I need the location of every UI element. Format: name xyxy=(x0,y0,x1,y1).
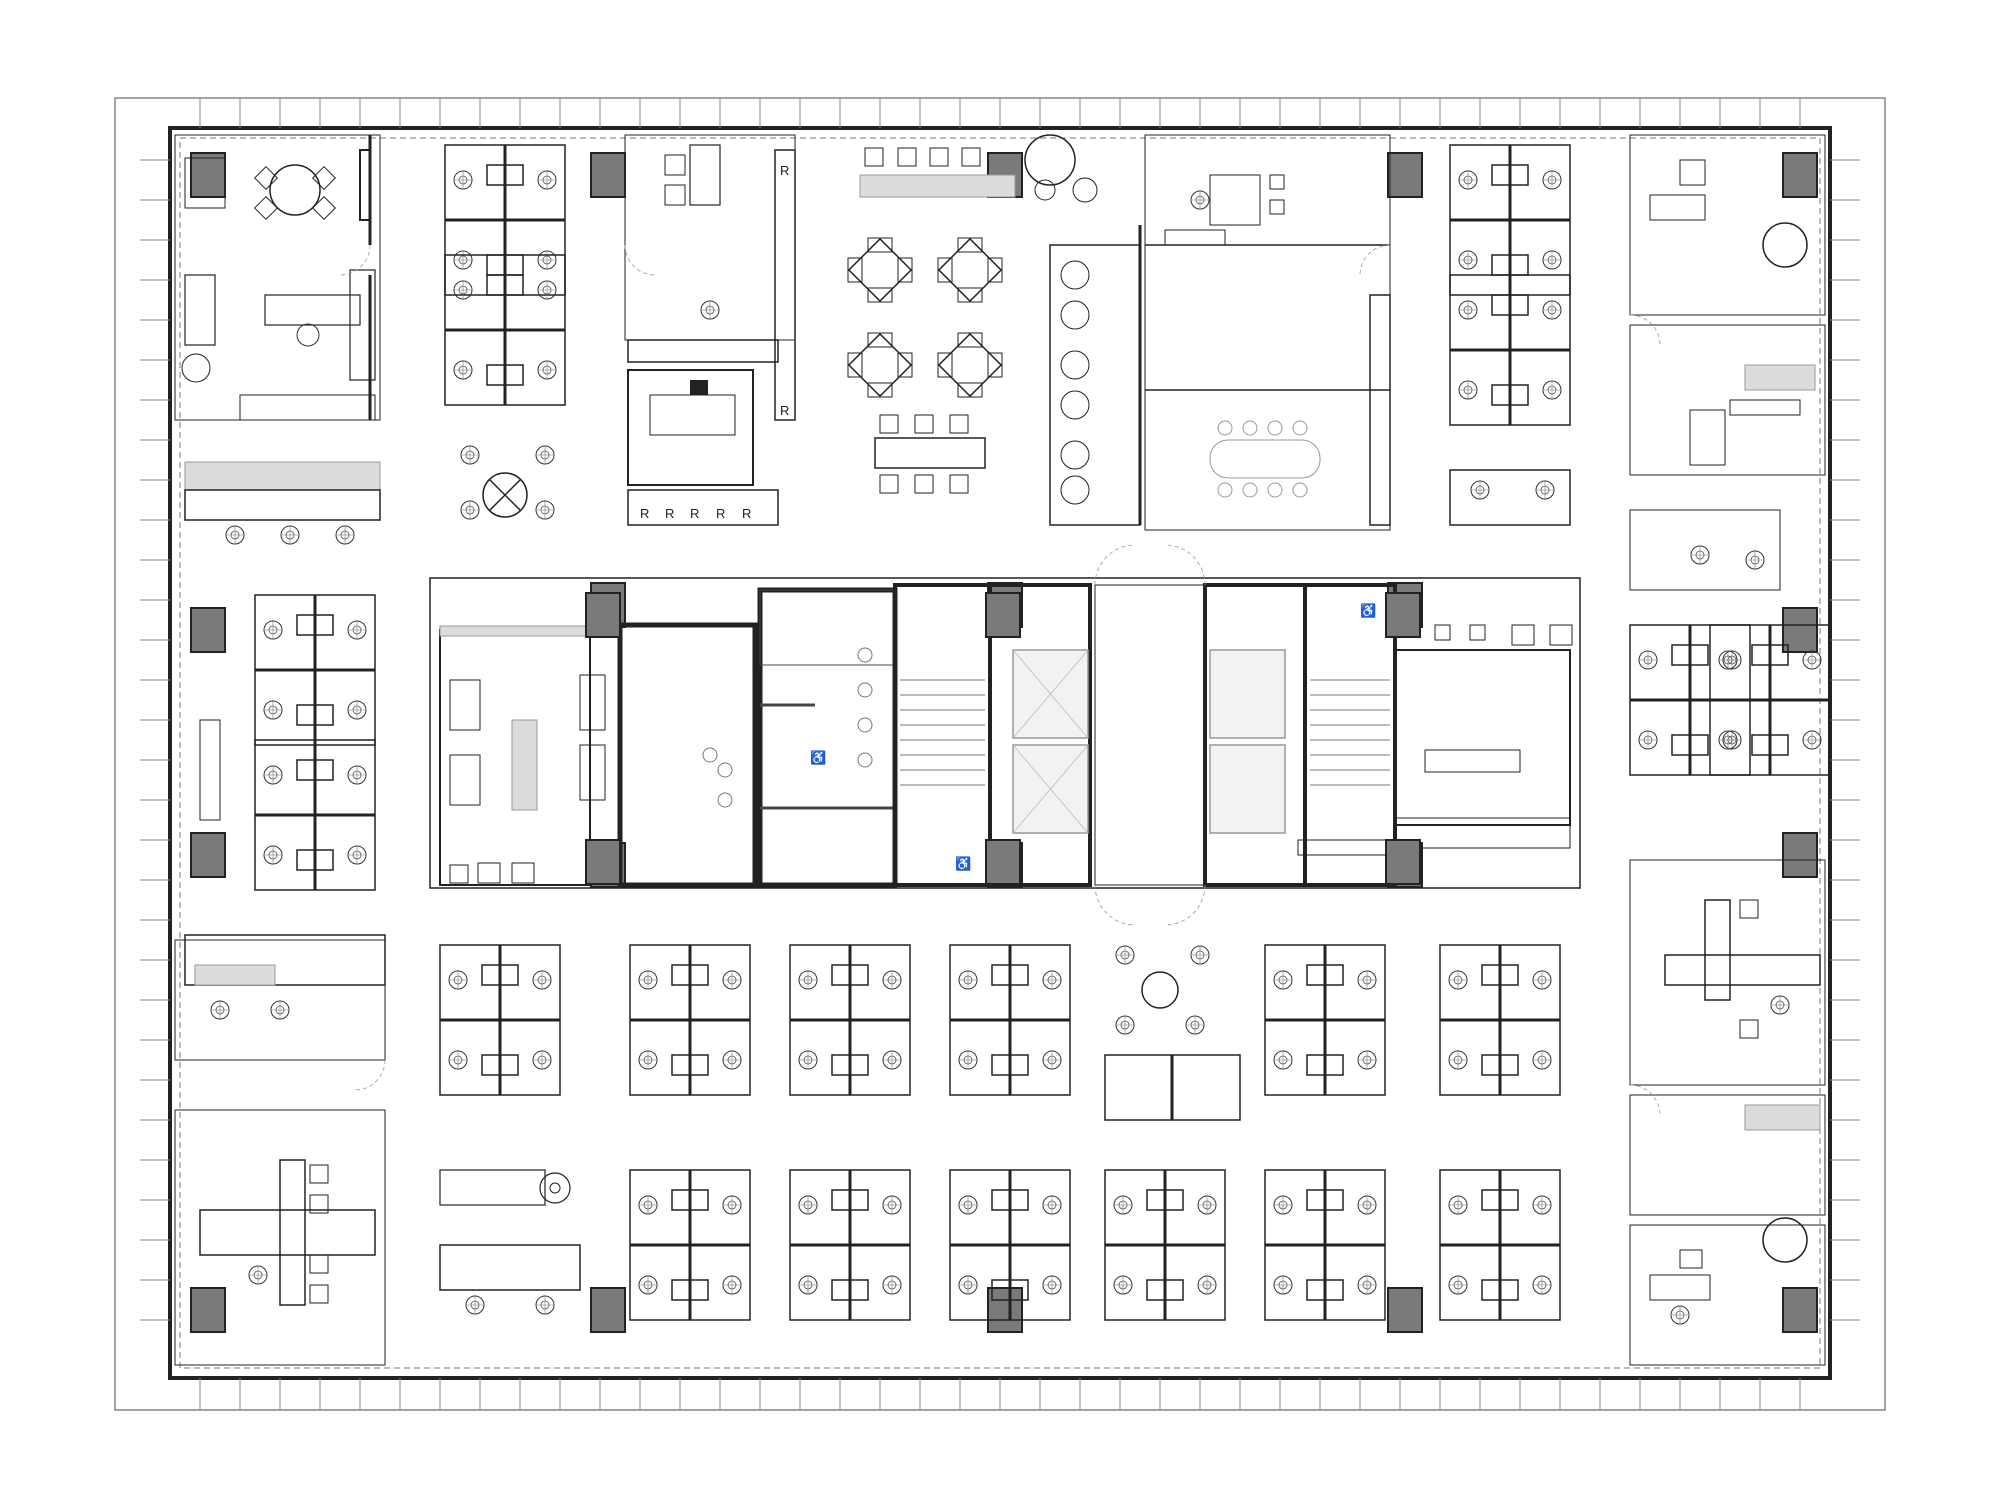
executive-office-top-left xyxy=(174,134,381,421)
workstations-left-middle xyxy=(184,595,386,1020)
lounge-counter xyxy=(184,461,381,545)
workstations-top-right xyxy=(1450,145,1570,526)
fridge-label-2: R xyxy=(665,506,674,521)
workstations-lower-row-1 xyxy=(630,945,1560,1095)
offices-right xyxy=(1629,134,1826,591)
kitchen-area xyxy=(624,134,796,526)
fridge-label-5: R xyxy=(742,506,751,521)
accessible-icon-restroom: ♿ xyxy=(810,750,826,765)
pantry-label-bottom: R xyxy=(780,403,789,418)
facade-mullions xyxy=(140,98,1860,1410)
booth-seating xyxy=(1049,225,1142,526)
structural-columns xyxy=(190,152,1818,1333)
fridge-row: R R R R R xyxy=(640,506,751,521)
door-swings xyxy=(339,244,1661,1116)
pantry-label-top: R xyxy=(780,163,789,178)
fridge-label-1: R xyxy=(640,506,649,521)
fridge-label-4: R xyxy=(716,506,725,521)
accessible-icon-core-left: ♿ xyxy=(955,856,971,871)
conference-room xyxy=(1144,134,1391,531)
cafe-seating xyxy=(847,134,1098,494)
collaboration-area xyxy=(1104,945,1241,1121)
accessible-icon-core-right: ♿ xyxy=(1360,603,1376,618)
building-core xyxy=(429,577,1581,889)
workstations-col2-lower xyxy=(440,945,581,1315)
offices-lower-right xyxy=(1629,859,1826,1366)
workstations-top-left xyxy=(445,145,565,520)
office-lower-left xyxy=(174,939,386,1366)
fridge-label-3: R xyxy=(690,506,699,521)
